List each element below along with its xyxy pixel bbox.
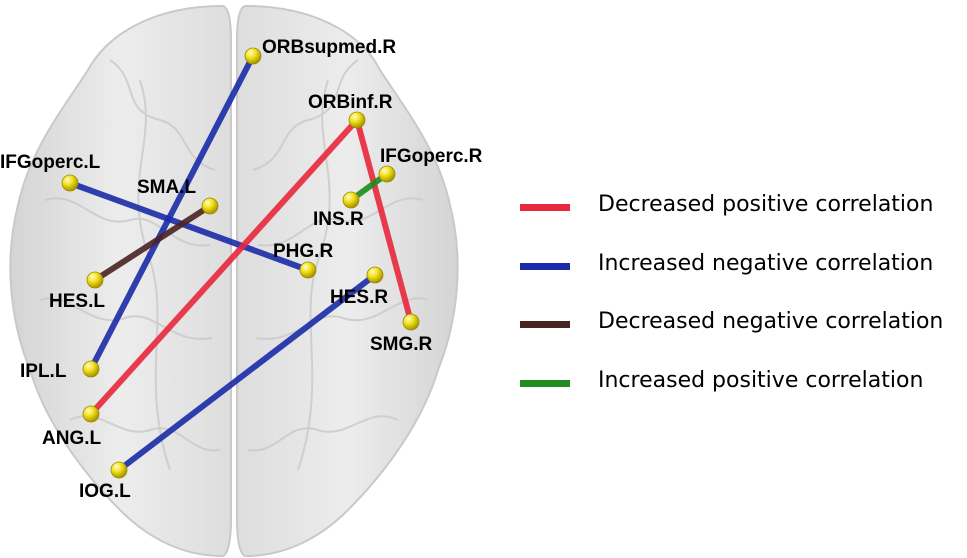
gyrus-line: [257, 197, 424, 247]
node-label-IPL.L: IPL.L: [20, 361, 67, 382]
legend-item-increased-positive: Increased positive correlation: [520, 364, 967, 423]
gyrus-line: [247, 415, 399, 452]
legend-label: Decreased positive correlation: [598, 192, 934, 217]
legend-label: Increased negative correlation: [598, 250, 934, 276]
legend-swatch-decreased-negative: [520, 321, 570, 328]
node-HES.L: [86, 271, 104, 289]
legend-item-increased-negative: Increased negative correlation: [520, 247, 967, 306]
node-label-ORBinf.R: ORBinf.R: [308, 92, 393, 113]
node-ANG.L: [82, 405, 100, 423]
node-PHG.R: [299, 261, 317, 279]
legend-item-decreased-positive: Decreased positive correlation: [520, 188, 967, 247]
node-IPL.L: [82, 360, 100, 378]
node-IFGoperc.R: [378, 165, 396, 183]
node-label-ANG.L: ANG.L: [42, 428, 102, 449]
region-labels: ORBsupmed.R ORBinf.R IFGoperc.L SMA.L IFGope…: [0, 37, 483, 502]
right-hemisphere: [236, 4, 459, 558]
connection-edges: [67, 53, 414, 473]
gyrus-line: [109, 59, 216, 171]
edge-SMA.L-HES.L: [92, 203, 213, 283]
node-SMA.L: [201, 197, 219, 215]
node-label-IOG.L: IOG.L: [79, 481, 131, 502]
legend-swatch-increased-negative: [520, 262, 570, 270]
node-IOG.L: [110, 461, 128, 479]
legend: Decreased positive correlation Increased…: [520, 188, 967, 422]
node-ORBinf.R: [348, 111, 366, 129]
node-SMG.R: [402, 313, 420, 331]
node-label-HES.R: HES.R: [330, 287, 388, 308]
node-ORBsupmed.R: [244, 47, 262, 65]
node-label-PHG.R: PHG.R: [273, 241, 333, 262]
node-label-INS.R: INS.R: [313, 209, 364, 230]
node-label-HES.L: HES.L: [49, 291, 105, 312]
node-INS.R: [342, 191, 360, 209]
legend-label: Increased positive correlation: [598, 367, 924, 393]
node-IFGoperc.L: [61, 174, 79, 192]
gyrus-line: [297, 79, 331, 471]
node-label-SMA.L: SMA.L: [137, 177, 197, 198]
edge-HES.R-IOG.L: [116, 272, 378, 473]
legend-item-decreased-negative: Decreased negative correlation: [520, 305, 967, 364]
legend-swatch-decreased-positive: [520, 204, 570, 211]
edge-ORBinf.R-SMG.R: [354, 117, 414, 325]
region-nodes: [61, 47, 420, 479]
node-HES.R: [366, 266, 384, 284]
gyrus-line: [44, 197, 211, 247]
legend-label: Decreased negative correlation: [598, 309, 944, 334]
legend-swatch-increased-positive: [520, 379, 570, 387]
edge-ORBinf.R-ANG.L: [88, 117, 360, 417]
node-label-ORBsupmed.R: ORBsupmed.R: [262, 37, 396, 58]
edge-IFGoperc.L-PHG.R: [67, 180, 311, 273]
edge-ORBsupmed.R-IPL.L: [88, 53, 256, 372]
node-label-IFGoperc.L: IFGoperc.L: [0, 152, 101, 173]
node-label-SMG.R: SMG.R: [370, 334, 433, 355]
node-label-IFGoperc.R: IFGoperc.R: [380, 146, 483, 167]
gyrus-line: [252, 59, 359, 171]
left-hemisphere: [9, 4, 232, 558]
gyrus-line: [39, 297, 213, 340]
